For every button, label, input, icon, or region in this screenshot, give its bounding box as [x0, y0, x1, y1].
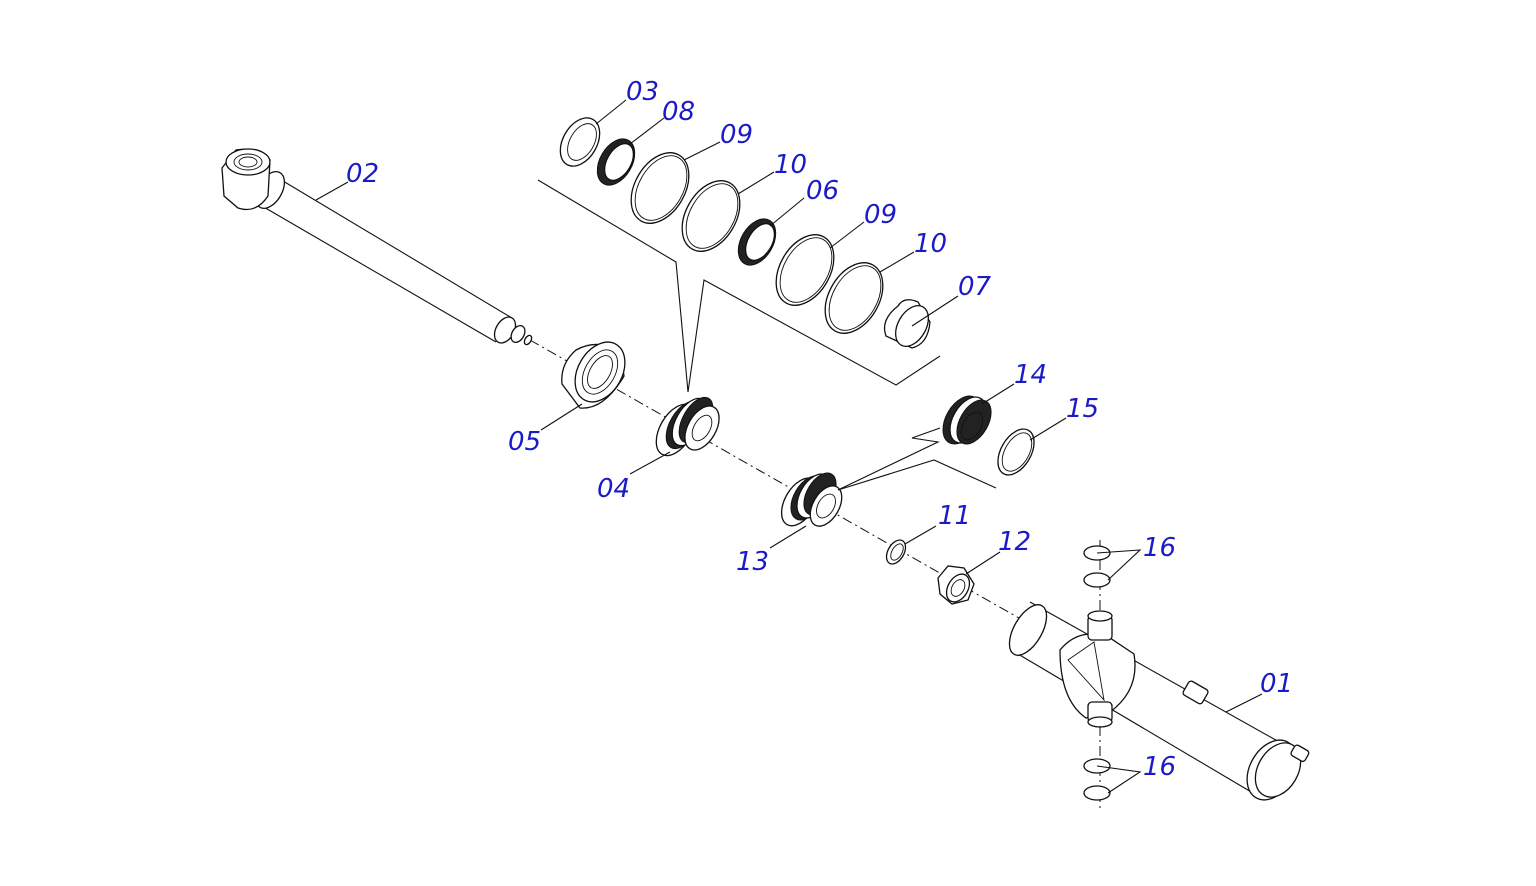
label-02: 02 [346, 159, 379, 189]
piston-seal-kit-callout [837, 427, 997, 491]
o-ring-upper[interactable] [619, 143, 700, 234]
piston-wear-ring[interactable] [991, 423, 1042, 481]
label-16-upper: 16 [1143, 533, 1176, 563]
gland-nut[interactable] [561, 333, 635, 410]
piston[interactable] [774, 468, 848, 532]
rod-seal[interactable] [590, 132, 643, 191]
label-03: 03 [626, 77, 659, 107]
backup-ring-lower[interactable] [813, 253, 894, 344]
label-15: 15 [1066, 394, 1099, 424]
backup-ring-upper[interactable] [670, 171, 751, 262]
wiper-seal[interactable] [552, 111, 607, 173]
label-12: 12 [998, 527, 1031, 557]
label-13: 13 [736, 547, 769, 577]
label-16-lower: 16 [1143, 752, 1176, 782]
label-06: 06 [806, 176, 839, 206]
label-10-upper: 10 [774, 150, 807, 180]
label-05: 05 [508, 427, 541, 457]
label-10-lower: 10 [914, 229, 947, 259]
lock-nut[interactable] [937, 565, 975, 606]
label-08: 08 [662, 97, 695, 127]
label-04: 04 [597, 474, 630, 504]
gland-seal-kit-callout [537, 179, 941, 393]
trunnion-washer-lower[interactable] [1083, 758, 1111, 801]
o-ring-lower[interactable] [764, 225, 845, 316]
label-07: 07 [958, 272, 992, 302]
guide-ring[interactable] [731, 212, 784, 271]
piston-seal[interactable] [935, 389, 998, 450]
label-09-lower: 09 [864, 200, 897, 230]
label-01: 01 [1260, 669, 1293, 699]
leader-lines [315, 99, 1263, 794]
label-09-upper: 09 [720, 120, 753, 150]
cylinder-barrel[interactable] [1002, 599, 1310, 809]
bushing[interactable] [883, 299, 936, 352]
label-11: 11 [938, 501, 971, 531]
piston-o-ring[interactable] [883, 537, 910, 568]
label-14: 14 [1014, 360, 1047, 390]
piston-rod[interactable] [221, 148, 533, 347]
gland[interactable] [648, 392, 726, 462]
part-labels: 02 03 08 09 10 06 09 10 07 14 15 05 04 1… [346, 77, 1293, 782]
